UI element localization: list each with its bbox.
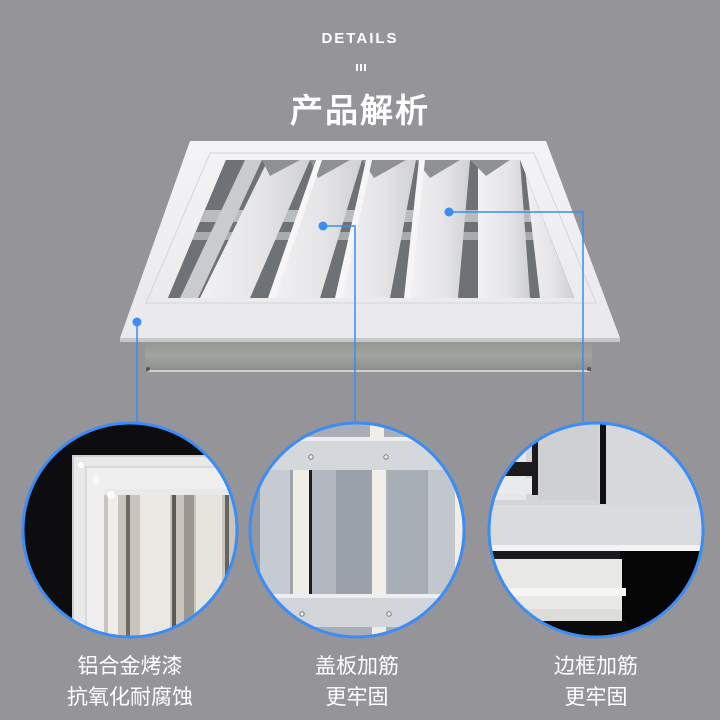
callout-frame-line1: 边框加筋	[554, 654, 638, 678]
callout-coating-line1: 铝合金烤漆	[77, 654, 183, 678]
callout-label-frame: 边框加筋 更牢固	[496, 651, 696, 713]
page-title: 产品解析	[290, 91, 430, 130]
grille-frame	[120, 141, 620, 342]
callout-dot-coating	[132, 317, 142, 327]
callout-cover-plate-line1: 盖板加筋	[315, 654, 399, 678]
header-subtitle: DETAILS	[321, 30, 399, 47]
callout-coating-line2: 抗氧化耐腐蚀	[67, 685, 193, 709]
callout-frame-line2: 更牢固	[564, 685, 628, 709]
header-divider-icon	[356, 64, 366, 71]
detail-circle-cover-plate	[250, 423, 464, 637]
callout-lines	[136, 211, 584, 422]
callout-label-cover-plate: 盖板加筋 更牢固	[257, 651, 457, 713]
grille-collar	[145, 338, 592, 372]
callout-label-coating: 铝合金烤漆 抗氧化耐腐蚀	[30, 651, 230, 713]
callout-cover-plate-line2: 更牢固	[325, 685, 389, 709]
callout-dot-cover-plate	[318, 221, 328, 231]
callout-dot-frame	[444, 207, 454, 217]
